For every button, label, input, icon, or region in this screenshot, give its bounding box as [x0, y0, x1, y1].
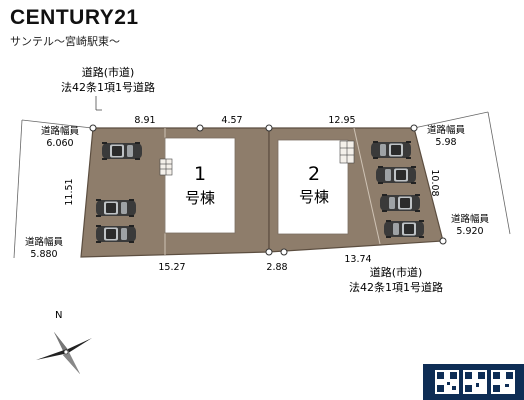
- north-label: N: [55, 310, 62, 321]
- road-width-right-bottom-value: 5.920: [456, 226, 483, 237]
- house-2[interactable]: [277, 139, 349, 235]
- parking-car: [376, 166, 416, 184]
- qr-code-panel[interactable]: [423, 364, 524, 400]
- road-bottom-law: 法42条1項1号道路: [349, 280, 443, 294]
- dim-bottom-left: 15.27: [158, 262, 185, 273]
- parking-car: [96, 225, 136, 243]
- brand-logo-text: CENTURY21: [10, 6, 139, 29]
- property-subtitle: サンテル〜宮崎駅東〜: [10, 35, 120, 48]
- entrance-steps-1: [159, 158, 173, 176]
- parking-car: [96, 199, 136, 217]
- parking-car: [384, 220, 424, 238]
- road-top-type: 道路(市道): [82, 65, 135, 79]
- house-2-number: 2: [308, 163, 320, 185]
- road-width-left-bottom-label: 道路幅員: [25, 236, 64, 248]
- dim-top-mid: 4.57: [221, 115, 242, 126]
- road-top-law: 法42条1項1号道路: [61, 80, 155, 94]
- road-lines: [13, 111, 511, 259]
- road-width-right-top-value: 5.98: [435, 137, 456, 148]
- house-1[interactable]: [164, 137, 236, 234]
- house-1-number: 1: [194, 163, 206, 185]
- parking-car: [371, 141, 411, 159]
- dim-right-side: 10.08: [429, 169, 440, 196]
- dim-top-left: 8.91: [134, 115, 155, 126]
- parking-car: [102, 142, 142, 160]
- boundary-line-lot2: [353, 127, 381, 245]
- road-width-left-bottom-value: 5.880: [30, 249, 57, 260]
- header: CENTURY21 サンテル〜宮崎駅東〜: [10, 6, 139, 49]
- dim-bottom-right: 13.74: [344, 254, 371, 265]
- road-bottom-type: 道路(市道): [370, 265, 423, 279]
- road-width-right-bottom-label: 道路幅員: [451, 213, 490, 225]
- qr-code-icon: [435, 370, 515, 394]
- parking-car: [380, 194, 420, 212]
- boundary-markers: [89, 124, 447, 256]
- dim-top-right: 12.95: [328, 115, 355, 126]
- road-width-left-top-label: 道路幅員: [41, 125, 80, 137]
- house-2-label: 号棟: [299, 188, 329, 206]
- dim-left-side: 11.51: [64, 178, 75, 205]
- house-1-label: 号棟: [185, 189, 215, 207]
- road-width-right-top-label: 道路幅員: [427, 124, 466, 136]
- compass-rose-icon: [36, 332, 92, 374]
- entrance-steps-2: [339, 140, 355, 164]
- road-width-left-top-value: 6.060: [46, 138, 73, 149]
- dim-bottom-mid: 2.88: [266, 262, 287, 273]
